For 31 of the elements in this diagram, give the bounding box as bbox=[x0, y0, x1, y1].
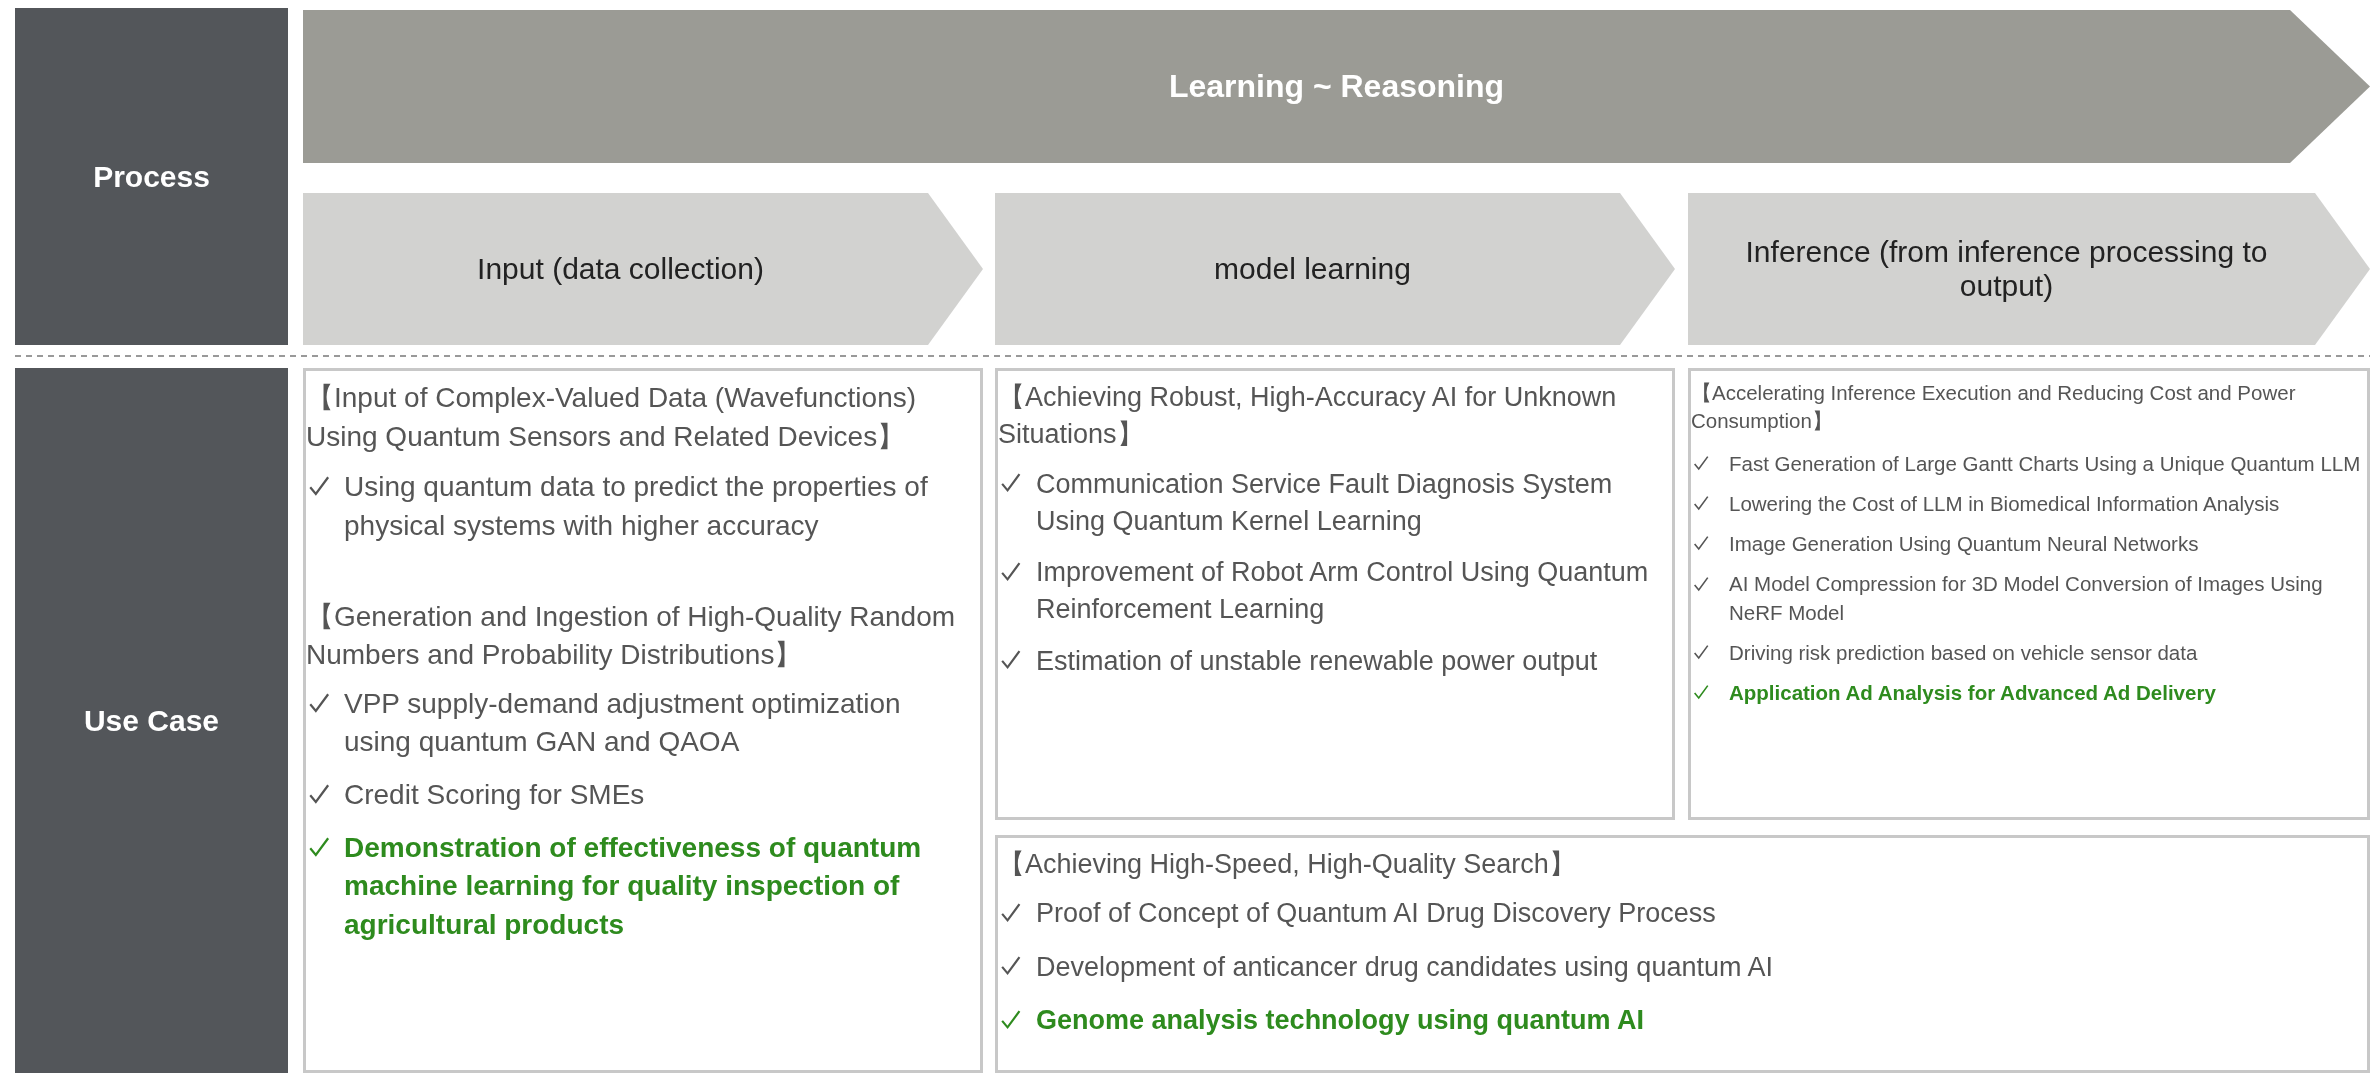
use-case-item: Communication Service Fault Diagnosis System Using Quantum Kernel Learning bbox=[1036, 468, 1613, 536]
use-case-item: Estimation of unstable renewable power output bbox=[1036, 645, 1598, 676]
use-case-panel bbox=[995, 835, 2370, 1073]
category-heading: 【Input of Complex-Valued Data (Wavefunctions) Using Quantum Sensors and Related Devices】 bbox=[306, 382, 917, 452]
use-case-item: Image Generation Using Quantum Neural Networks bbox=[1729, 532, 2199, 556]
use-case-item: Development of anticancer drug candidates using quantum AI bbox=[1036, 951, 1773, 982]
use-case-item: VPP supply-demand adjustment optimization using quantum GAN and QAOA bbox=[344, 687, 901, 758]
stage-label: Input (data collection) bbox=[477, 252, 764, 286]
use-case-item: Application Ad Analysis for Advanced Ad Delivery bbox=[1729, 681, 2216, 705]
use-case-item: Using quantum data to predict the properties of physical systems with higher accuracy bbox=[344, 471, 928, 541]
stage-label: Learning ~ Reasoning bbox=[1168, 68, 1505, 105]
category-heading: 【Achieving High-Speed, High-Quality Search】 bbox=[998, 849, 1576, 879]
use-case-item: Genome analysis technology using quantum AI bbox=[1036, 1004, 1645, 1035]
use-case-panel bbox=[995, 368, 1675, 820]
category-heading: 【Accelerating Inference Execution and Reducing Cost and Power Consumption】 bbox=[1691, 381, 2296, 433]
use-case-item: Demonstration of effectiveness of quantum machine learning for quality inspection of agricultural products bbox=[344, 831, 922, 940]
use-case-item: Fast Generation of Large Gantt Charts Using a Unique Quantum LLM bbox=[1729, 451, 2361, 475]
use-case-panel bbox=[303, 368, 983, 1073]
row-header-label: Process bbox=[93, 159, 210, 194]
use-case-panel bbox=[1688, 368, 2370, 820]
use-case-item: Driving risk prediction based on vehicle sensor data bbox=[1729, 640, 2198, 664]
stage-label: Inference (from inference processing to output) bbox=[1744, 235, 2269, 303]
stage-label: model learning bbox=[1214, 252, 1411, 286]
category-heading: 【Generation and Ingestion of High-Quality Random Numbers and Probability Distributions】 bbox=[306, 600, 956, 671]
use-case-item: Proof of Concept of Quantum AI Drug Discovery Process bbox=[1036, 898, 1716, 929]
use-case-item: Improvement of Robot Arm Control Using Quantum Reinforcement Learning bbox=[1036, 557, 1649, 625]
category-heading: 【Achieving Robust, High-Accuracy AI for Unknown Situations】 bbox=[998, 382, 1617, 450]
use-case-item: Lowering the Cost of LLM in Biomedical Information Analysis bbox=[1729, 491, 2280, 515]
use-case-item: AI Model Compression for 3D Model Conversion of Images Using NeRF Model bbox=[1729, 572, 2323, 624]
use-case-item: Credit Scoring for SMEs bbox=[344, 779, 645, 810]
row-header-label: Use Case bbox=[83, 703, 220, 738]
